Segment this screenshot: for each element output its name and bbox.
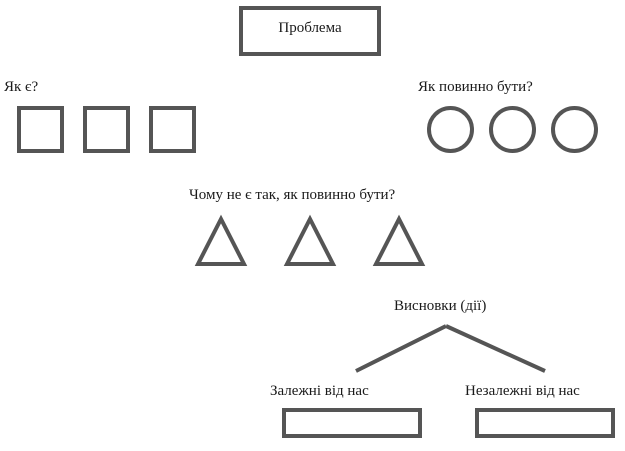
problem-box: Проблема: [239, 6, 381, 56]
desired-state-circle-2: [489, 106, 536, 153]
dependent-box: [282, 408, 422, 438]
gap-triangle-1: [194, 214, 248, 266]
gap-triangle-3: [372, 214, 426, 266]
desired-state-circle-3: [551, 106, 598, 153]
independent-box: [475, 408, 615, 438]
current-state-square-3: [149, 106, 196, 153]
branch-line-right: [445, 324, 546, 373]
gap-question-label: Чому не є так, як повинно бути?: [189, 187, 396, 203]
branch-line-left: [355, 324, 447, 373]
conclusions-label: Висновки (дії): [394, 298, 487, 314]
independent-label: Незалежні від нас: [465, 383, 580, 399]
current-state-square-1: [17, 106, 64, 153]
current-state-label: Як є?: [4, 79, 39, 95]
desired-state-label: Як повинно бути?: [418, 79, 533, 95]
gap-triangle-2: [283, 214, 337, 266]
desired-state-circle-1: [427, 106, 474, 153]
problem-label: Проблема: [278, 20, 342, 36]
current-state-square-2: [83, 106, 130, 153]
dependent-label: Залежні від нас: [270, 383, 369, 399]
